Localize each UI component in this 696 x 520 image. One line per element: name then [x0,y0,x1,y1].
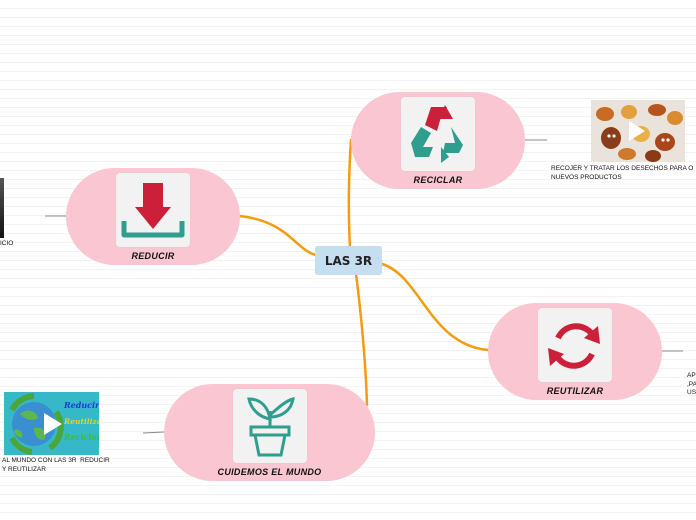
download-arrow-icon [121,183,185,238]
plant-pot-icon [247,396,295,457]
topic-cuidemos-el-mundo[interactable]: CUIDEMOS EL MUNDO [164,384,375,481]
central-topic[interactable]: LAS 3R [315,246,382,275]
note-cuidemos[interactable]: AL MUNDO CON LAS 3R REDUCIR Y REUTILIZAR [2,457,110,473]
circular-arrows-icon-card [538,308,612,382]
leaf-crafts-video-thumbnail[interactable] [591,100,685,162]
leaf-crafts-image [591,100,685,162]
note-reciclar[interactable]: RECOJER Y TRATAR LOS DESECHOS PARA O NUE… [551,165,694,181]
topic-reciclar[interactable]: RECICLAR [351,92,525,189]
topic-reutilizar[interactable]: REUTILIZAR [488,303,662,400]
media-word-3: Reciclar [63,432,99,442]
recycle-icon-card [401,97,475,171]
recycle-icon [411,105,463,163]
connector-cuidemos [354,272,369,407]
media-word-1: Reducir [63,400,99,410]
play-icon [44,413,62,435]
note-reutilizar[interactable]: AP ,PA US [687,372,696,396]
note-reducir[interactable]: ICIO [0,240,14,247]
play-icon [629,121,645,141]
connector-reutilizar [380,262,490,352]
circular-arrows-icon [548,323,600,369]
connector-reducir [238,214,318,257]
topic-reducir-label: REDUCIR [131,251,175,261]
globe-3r-video-thumbnail[interactable]: Reducir Reutilizar Reciclar [4,392,99,455]
topic-reutilizar-label: REUTILIZAR [546,386,604,396]
leaf-connector-cuidemos [142,431,165,434]
download-arrow-icon-card [116,173,190,247]
topic-reciclar-label: RECICLAR [413,175,463,185]
globe-3r-image: Reducir Reutilizar Reciclar [4,392,99,455]
connector-reciclar [347,138,353,250]
topic-cuidemos-el-mundo-label: CUIDEMOS EL MUNDO [217,467,322,477]
media-word-2: Reutilizar [63,417,99,426]
plant-pot-icon-card [233,389,307,463]
partial-image-reducir [0,178,4,238]
topic-reducir[interactable]: REDUCIR [66,168,240,265]
